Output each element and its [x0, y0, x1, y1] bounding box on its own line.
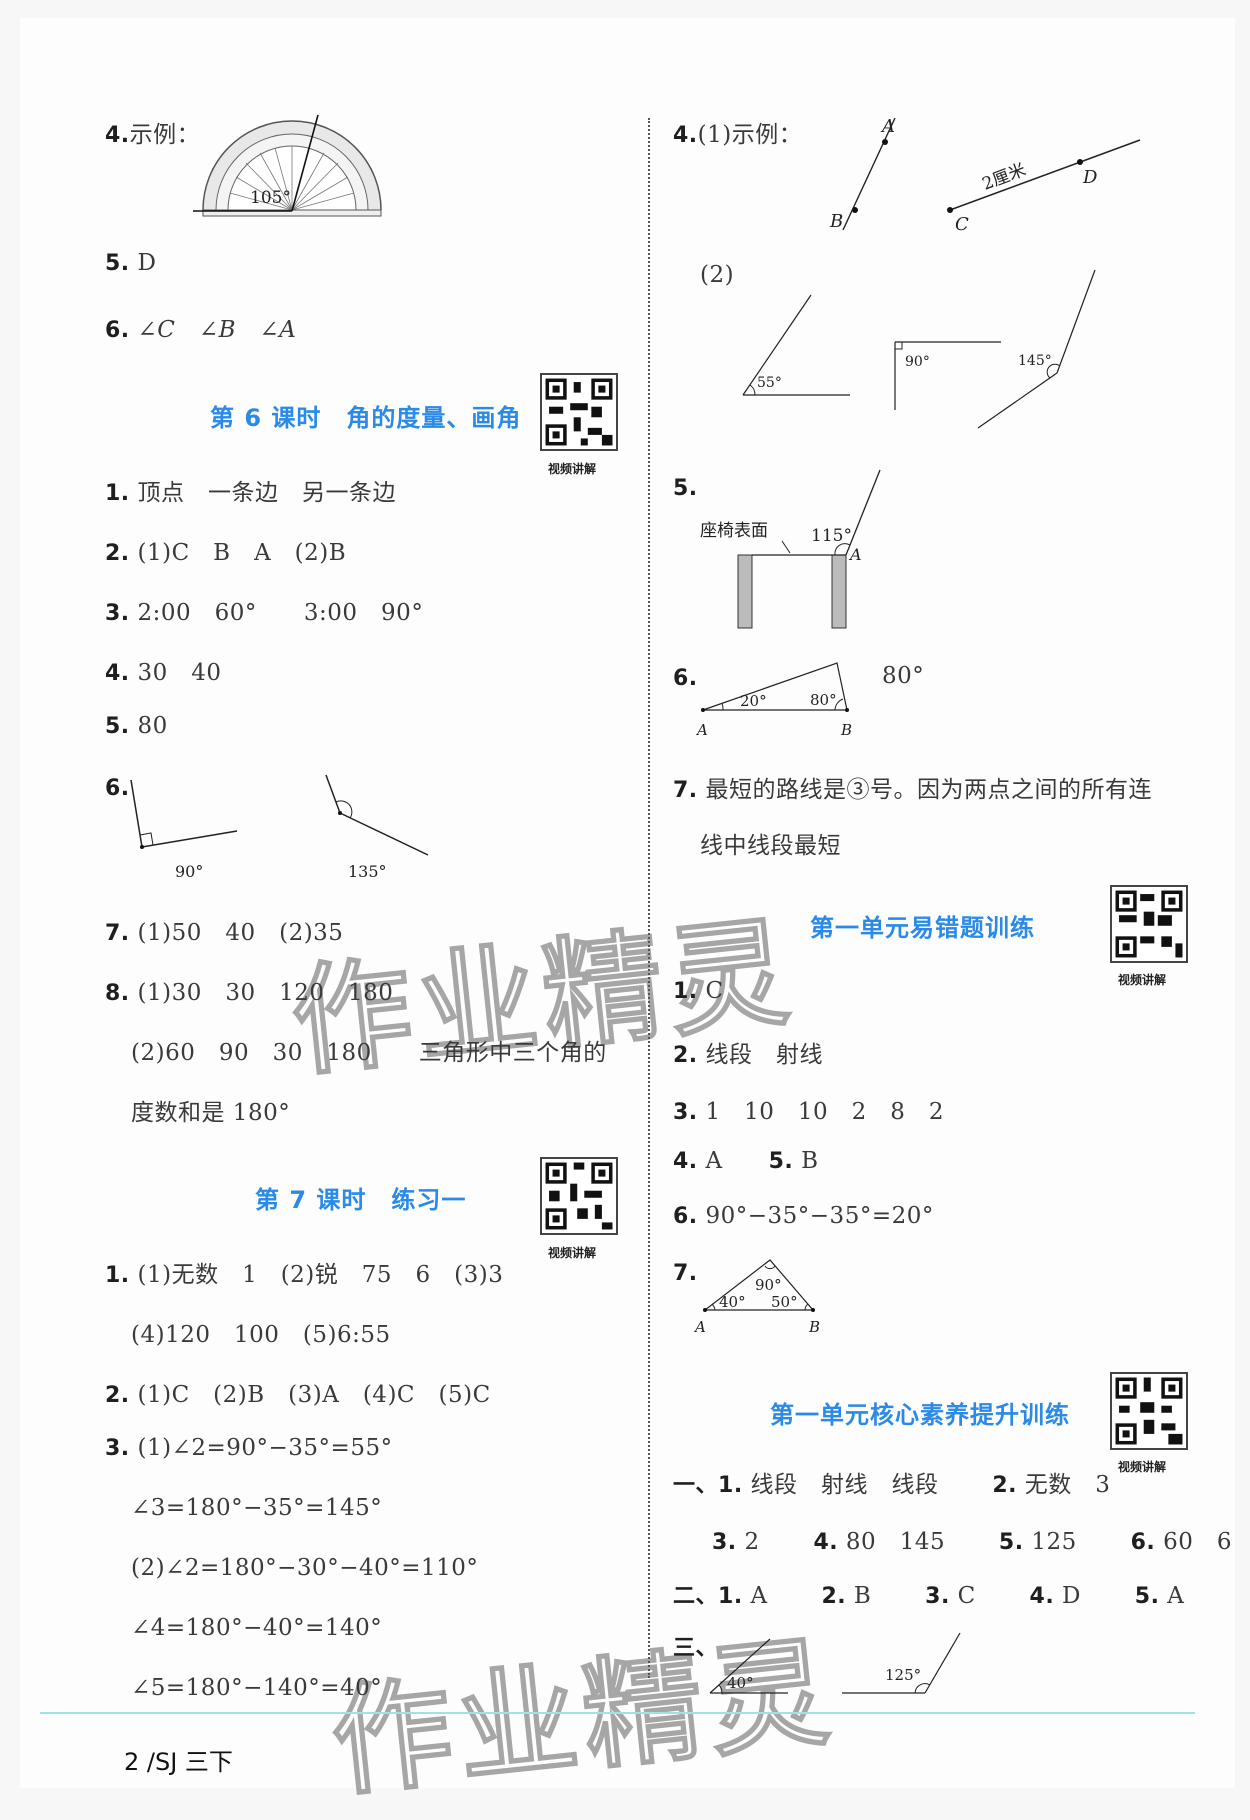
qr-label: 视频讲解 — [1118, 973, 1167, 987]
lesson7-item: (4)120 100 (5)6:55 — [131, 1322, 391, 1348]
right-q7-cont: 线中线段最短 — [700, 833, 841, 859]
right-q5: 5. — [673, 476, 698, 501]
right-q4-sub2: (2) — [700, 262, 735, 288]
svg-text:座椅表面: 座椅表面 — [700, 521, 768, 541]
lesson6-item: 1. 顶点 一条边 另一条边 — [105, 480, 396, 506]
svg-text:90°: 90° — [905, 354, 930, 370]
svg-text:D: D — [1082, 167, 1098, 188]
svg-text:A: A — [880, 116, 895, 137]
protractor-figure: 105° — [193, 114, 382, 217]
page-footer: 2 /SJ 三下 — [124, 1748, 233, 1776]
right-q6: 6. — [673, 666, 698, 691]
unit-core-part3: 三、 — [673, 1636, 719, 1661]
left-q5: 5. D — [105, 250, 157, 276]
svg-text:C: C — [955, 214, 969, 235]
qr-label: 视频讲解 — [548, 1246, 597, 1260]
svg-text:A: A — [693, 1318, 706, 1336]
svg-text:B: B — [808, 1318, 820, 1336]
qr-code[interactable] — [540, 1157, 618, 1235]
section-title-lesson7: 第 7 课时 练习一 — [255, 1186, 467, 1214]
qr-code[interactable] — [1110, 1372, 1188, 1450]
lesson6-item: 度数和是 180° — [131, 1100, 291, 1126]
footer-rule — [40, 1712, 1195, 1714]
svg-text:115°: 115° — [811, 526, 852, 546]
svg-text:B: B — [840, 721, 852, 739]
unit-errors-item: 6. 90°−35°−35°=20° — [673, 1203, 934, 1229]
right-q7: 7. 最短的路线是③号。因为两点之间的所有连 — [673, 777, 1152, 803]
svg-text:90°: 90° — [175, 862, 203, 881]
left-q4: 4.示例： — [105, 122, 201, 148]
svg-text:50°: 50° — [771, 1293, 798, 1311]
svg-text:80°: 80° — [810, 691, 837, 709]
section-title-unit-core: 第一单元核心素养提升训练 — [770, 1401, 1070, 1429]
lesson6-item: 8. (1)30 30 120 180 — [105, 980, 394, 1006]
lesson6-item: 6. — [105, 776, 130, 801]
qr-code[interactable] — [540, 373, 618, 451]
lesson7-item: 1. (1)无数 1 (2)锐 75 6 (3)3 — [105, 1262, 504, 1288]
right-q6-answer: 80° — [882, 663, 925, 689]
lesson7-item: (2)∠2=180°−30°−40°=110° — [131, 1555, 479, 1581]
svg-text:55°: 55° — [757, 375, 782, 391]
svg-text:A: A — [848, 545, 862, 564]
unit-errors-item: 3. 1 10 10 2 8 2 — [673, 1099, 945, 1125]
lesson6-item: 2. (1)C B A (2)B — [105, 540, 347, 566]
answer-page — [20, 18, 1235, 1788]
svg-text:B: B — [829, 211, 843, 232]
triangle-figure: 20° 80° A B — [695, 662, 852, 739]
svg-text:40°: 40° — [727, 1674, 754, 1692]
lesson6-item: 7. (1)50 40 (2)35 — [105, 920, 344, 946]
lesson7-item: ∠3=180°−35°=145° — [131, 1495, 383, 1521]
unit-core-part2: 二、1. A 2. B 3. C 4. D 5. A — [673, 1583, 1185, 1609]
section-title-lesson6: 第 6 课时 角的度量、画角 — [210, 404, 522, 432]
svg-text:105°: 105° — [250, 188, 291, 208]
svg-text:145°: 145° — [1018, 353, 1052, 369]
lines-figure: A B C D 2厘米 — [829, 116, 1141, 235]
svg-text:40°: 40° — [719, 1293, 746, 1311]
lesson7-item: 3. (1)∠2=90°−35°=55° — [105, 1435, 393, 1461]
angle-drawings-figure: 55° 90° 145° — [742, 269, 1096, 429]
angle-drawings-figure: 90° 135° — [130, 774, 429, 881]
svg-text:20°: 20° — [740, 692, 767, 710]
unit-core-part1-row2: 3. 2 4. 80 145 5. 125 6. 60 6 — [712, 1529, 1232, 1555]
triangle-figure: 90° 40° 50° A B — [693, 1259, 820, 1336]
svg-text:125°: 125° — [885, 1666, 921, 1684]
section-title-unit-errors: 第一单元易错题训练 — [810, 914, 1035, 942]
lesson6-item: 3. 2:00 60° 3:00 90° — [105, 600, 424, 626]
unit-errors-item: 2. 线段 射线 — [673, 1042, 823, 1068]
left-q6: 6. ∠C ∠B ∠A — [105, 317, 297, 343]
chair-figure: 座椅表面 115° A — [700, 469, 881, 629]
svg-text:90°: 90° — [755, 1276, 782, 1294]
angle-drawings-figure: 40° 125° — [709, 1632, 961, 1694]
column-divider — [648, 118, 650, 1678]
qr-label: 视频讲解 — [1118, 1460, 1167, 1474]
lesson6-item: 4. 30 40 — [105, 660, 222, 686]
lesson7-item: ∠4=180°−40°=140° — [131, 1615, 383, 1641]
unit-errors-item: 7. — [673, 1261, 698, 1286]
qr-label: 视频讲解 — [548, 462, 597, 476]
svg-text:A: A — [695, 721, 708, 739]
lesson6-item: (2)60 90 30 180 三角形中三个角的 — [131, 1040, 607, 1066]
lesson7-item: ∠5=180°−140°=40° — [131, 1675, 383, 1701]
qr-code[interactable] — [1110, 885, 1188, 963]
svg-text:135°: 135° — [348, 862, 387, 881]
unit-errors-item: 1. C — [673, 978, 724, 1004]
right-q4: 4.(1)示例： — [673, 122, 803, 148]
lesson6-item: 5. 80 — [105, 713, 168, 739]
unit-core-part1: 一、1. 线段 射线 线段 2. 无数 3 — [673, 1472, 1111, 1498]
lesson7-item: 2. (1)C (2)B (3)A (4)C (5)C — [105, 1382, 491, 1408]
